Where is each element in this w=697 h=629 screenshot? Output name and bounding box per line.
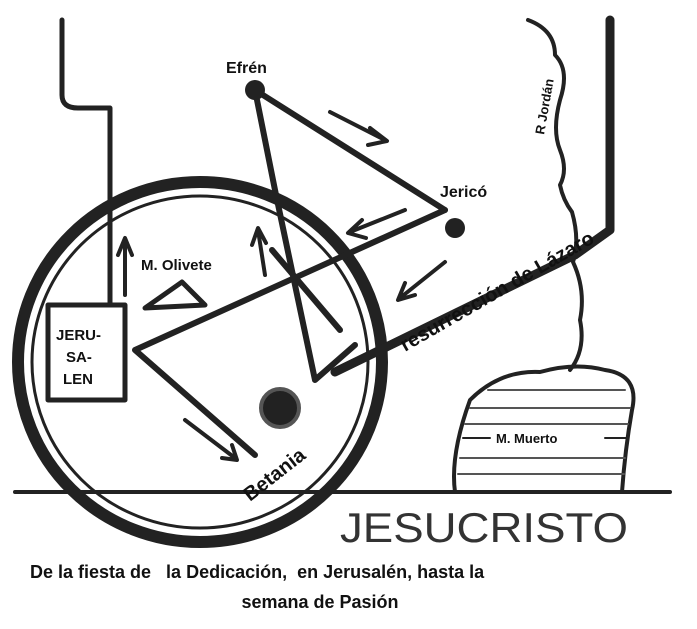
arrow-icon	[396, 260, 447, 302]
arrow-icon	[346, 208, 407, 240]
river-jordan	[526, 18, 584, 372]
label-jerusalen-3: LEN	[63, 371, 93, 388]
region-circle-outer	[12, 176, 388, 548]
jerico-dot	[445, 218, 465, 238]
road-lazaro	[330, 15, 615, 377]
mount-olivete-triangle	[142, 279, 208, 311]
label-efren: Efrén	[226, 60, 267, 77]
label-jerusalen-1: JERU-	[56, 327, 101, 344]
label-jordan: R Jordán	[532, 77, 557, 135]
label-muerto: M. Muerto	[496, 431, 557, 446]
arrow-icon	[250, 226, 268, 277]
route-efren-jerico	[252, 87, 448, 213]
jerusalem-box	[45, 302, 128, 403]
label-road-lazaro: resurrección de Lázaro	[397, 227, 599, 356]
arrow-icon	[116, 236, 134, 297]
arrow-icon	[328, 110, 389, 147]
arrow-icon	[183, 418, 239, 462]
betania-dot	[259, 387, 301, 429]
label-jerusalen-2: SA-	[66, 349, 92, 366]
caption-line-1: De la fiesta de la Dedicación, en Jerusa…	[30, 562, 485, 582]
road-north-west	[59, 17, 113, 308]
label-jerico: Jericó	[440, 184, 487, 201]
route-cross	[269, 247, 343, 333]
route-jerico-jerusalem	[132, 207, 448, 458]
efren-dot	[245, 80, 265, 100]
map-title: JESUCRISTO	[340, 504, 628, 551]
label-olivete: M. Olivete	[141, 257, 212, 274]
region-circle-inner	[30, 194, 370, 530]
dead-sea	[452, 364, 636, 494]
route-efren-south	[252, 87, 358, 383]
caption-line-2: semana de Pasión	[241, 592, 399, 612]
